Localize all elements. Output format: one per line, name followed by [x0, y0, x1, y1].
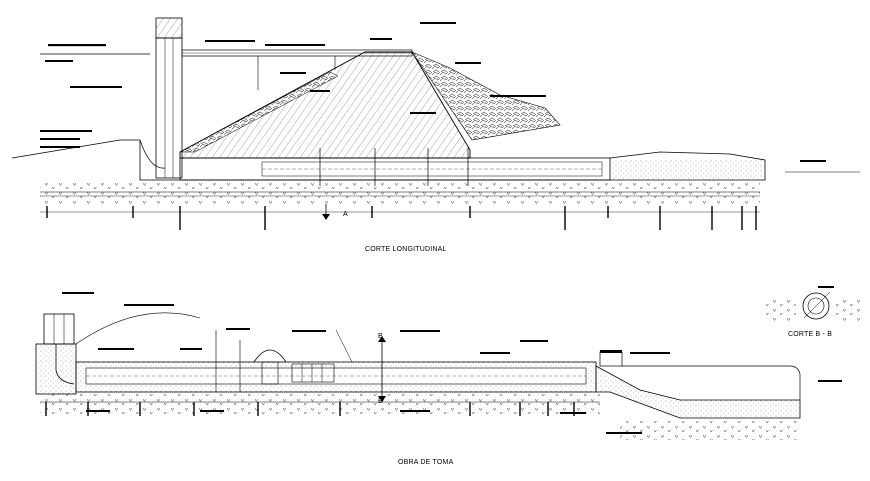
label-bar: [630, 352, 670, 354]
label-bar: [124, 304, 174, 306]
conduit-labels: [86, 328, 642, 434]
valve-chamber: [291, 363, 335, 383]
downstream-riprap: [411, 51, 561, 141]
label-bar: [48, 44, 106, 47]
label-bar: [205, 40, 255, 42]
pipe-section-inner: [807, 297, 825, 315]
label-bar: [45, 60, 73, 62]
label-bar: [310, 90, 330, 92]
upstream-riprap: [179, 71, 339, 153]
intake-works-title: OBRA DE TOMA: [398, 459, 454, 466]
section-marker-a: A: [343, 211, 348, 218]
foundation-soil: [40, 394, 600, 414]
outlet-house: [599, 351, 623, 367]
section-bb-detail: [766, 286, 862, 322]
label-bar: [70, 86, 122, 88]
label-bar: [818, 380, 842, 382]
basin-wall: [622, 365, 801, 400]
label-bar: [40, 146, 80, 148]
intake-elbow: [55, 344, 75, 385]
intake-tower-shaft: [155, 37, 183, 179]
stilling-basin: [595, 365, 801, 419]
intake-bellmouth: [139, 139, 166, 169]
dimension-ticks: [45, 402, 575, 416]
valve-dome: [253, 349, 287, 363]
pipe-section-outer: [802, 292, 830, 320]
label-bar: [370, 38, 392, 40]
longitudinal-section: [11, 17, 860, 230]
label-bar: [40, 130, 92, 132]
section-marker-b-bottom: B: [378, 398, 383, 405]
label-bar: [410, 112, 436, 114]
label-bar: [490, 95, 546, 97]
intake-works-section: [35, 292, 842, 440]
dimension-ticks: [46, 206, 757, 230]
label-bar: [818, 286, 834, 288]
intake-tower-head: [155, 17, 183, 39]
longitudinal-section-title: CORTE LONGITUDINAL: [365, 246, 447, 253]
section-marker-b-top: B: [378, 333, 383, 340]
slope-line: [75, 312, 201, 345]
label-bar: [265, 44, 325, 46]
label-bar: [280, 72, 306, 74]
label-bar: [455, 62, 481, 64]
label-bar: [420, 22, 456, 24]
valve: [261, 361, 279, 385]
label-bar: [40, 138, 80, 140]
intake-structure-head: [43, 313, 75, 345]
label-bar: [800, 160, 826, 162]
label-bar: [62, 292, 94, 294]
section-bb-title: CORTE B - B: [788, 331, 833, 338]
